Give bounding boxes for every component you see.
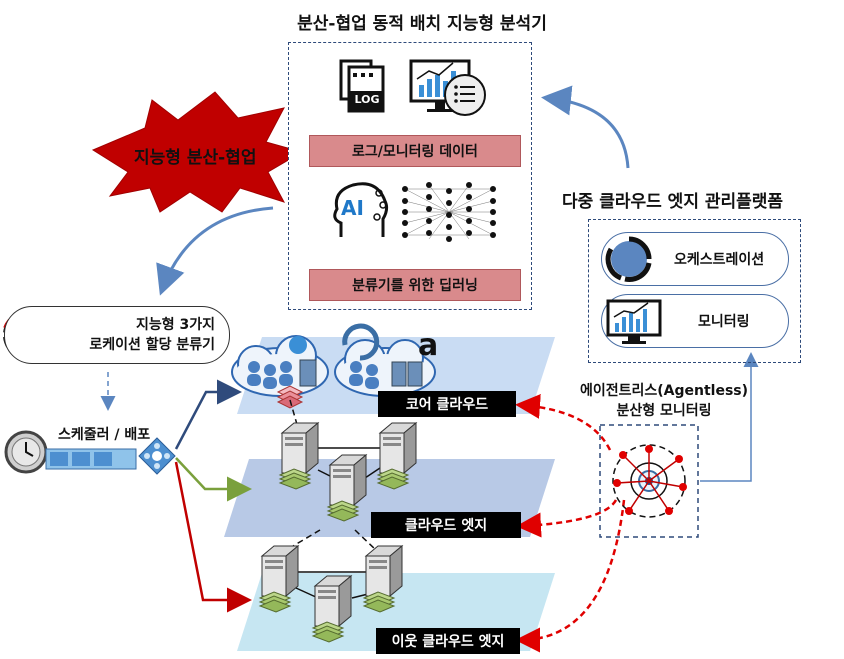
platform-box: 오케스트레이션 모니터링 bbox=[588, 219, 801, 363]
orchestration-item: 오케스트레이션 bbox=[601, 232, 789, 286]
scheduler-clock-icon bbox=[4, 430, 48, 474]
agentless-monitor-icon bbox=[612, 444, 687, 518]
burst-star bbox=[91, 91, 304, 213]
scheduler-label: 스케줄러 / 배포 bbox=[58, 427, 151, 443]
agentless-line2: 분산형 모니터링 bbox=[616, 403, 712, 419]
burst-label: 지능형 분산-협업 bbox=[134, 148, 257, 168]
core-cloud-label: 코어 클라우드 bbox=[378, 391, 516, 417]
agentless-monitor-box bbox=[599, 424, 699, 538]
neighbor-cloud-edge-label: 이웃 클라우드 엣지 bbox=[376, 628, 520, 654]
agentless-label: 에이전트리스(Agentless) 분산형 모니터링 bbox=[574, 381, 754, 421]
cloud-provider-logo: a bbox=[418, 328, 439, 363]
orchestration-cycle-icon bbox=[605, 236, 652, 282]
monitoring-label: 모니터링 bbox=[698, 314, 750, 330]
deep-learning-bar: 분류기를 위한 딥러닝 bbox=[309, 269, 521, 301]
platform-title: 다중 클라우드 엣지 관리플랫폼 bbox=[562, 192, 784, 212]
core-cloud-icon-1 bbox=[231, 335, 329, 397]
classifier-box: 지능형 3가지 로케이션 할당 분류기 bbox=[4, 306, 230, 364]
deploy-hub-icon bbox=[138, 437, 176, 475]
classifier-line2: 로케이션 할당 분류기 bbox=[89, 337, 215, 353]
log-monitoring-data-bar: 로그/모니터링 데이터 bbox=[309, 135, 521, 167]
orchestration-label: 오케스트레이션 bbox=[674, 252, 765, 268]
ai-icon-text: AI bbox=[341, 196, 364, 220]
analyzer-box: LOG 로그/모니터링 데이터 AI bbox=[288, 42, 532, 310]
log-icon-text: LOG bbox=[354, 93, 380, 106]
queue-bar bbox=[45, 448, 137, 470]
monitor-chart-icon bbox=[409, 59, 486, 116]
pink-stack-icon bbox=[276, 385, 304, 409]
monitoring-item: 모니터링 bbox=[601, 294, 789, 348]
monitoring-chart-icon bbox=[606, 299, 662, 344]
neural-network-icon bbox=[402, 182, 496, 242]
cloud-edge-label: 클라우드 엣지 bbox=[371, 512, 521, 538]
classifier-line1: 지능형 3가지 bbox=[135, 317, 215, 333]
log-file-icon bbox=[339, 59, 385, 113]
analyzer-title: 분산-협업 동적 배치 지능형 분석기 bbox=[297, 14, 547, 34]
agentless-line1: 에이전트리스(Agentless) bbox=[579, 383, 749, 399]
ai-head-icon bbox=[333, 182, 389, 237]
